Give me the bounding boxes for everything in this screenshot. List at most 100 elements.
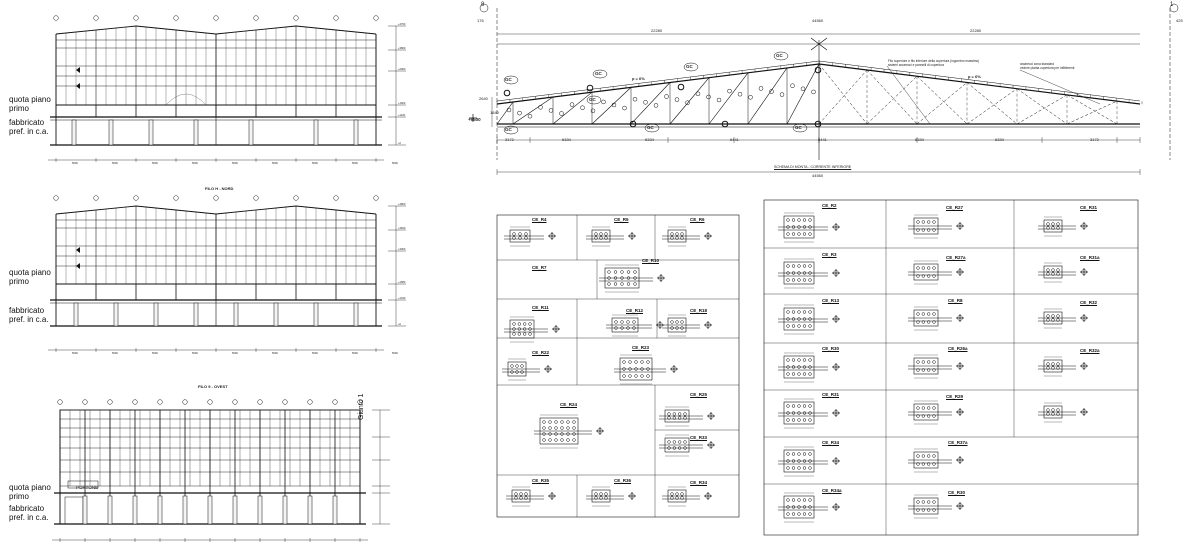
detail-right-a5-section [832,457,840,465]
detail-right-b2-bolt [921,312,925,316]
elev2-arrow [76,263,80,269]
detail-left-10-bolt [678,440,682,444]
detail-right-a0-bolt [797,232,801,236]
detail-left-8-bolt [542,420,546,424]
detail-right-c4-bolt [1056,412,1060,416]
elev1-dim-text: 5000 [272,161,278,165]
detail-left-3-section-bolt [553,326,559,332]
elev2-grid-bubble [373,195,379,201]
truss-diagonal [708,72,749,125]
truss-bottom-segment: 6334 [645,137,654,142]
detail-left-1-section [628,232,636,240]
detail-left-12-bolt [604,492,608,496]
truss-diagonal-dash [966,82,1018,125]
truss-caption: SCHEMA DI MONTA - CORRENTE INFERIORE [774,165,852,169]
detail-right-a0-bolt [802,218,807,222]
detail-left-r10-bolt [620,282,624,286]
elev2-fab-line2: pref. in c.a. [9,315,49,324]
truss-diagonal-dash [916,76,968,125]
detail-left-13-bolt [680,492,684,496]
detail-title: CE_R36 [614,478,632,483]
truss-diagonal [512,96,554,125]
elev1-pier [353,119,359,146]
detail-left-7-bolt [646,360,650,364]
truss-slope-right: p = 6% [968,74,981,79]
detail-left-7-bolt [628,374,632,378]
truss-bolt-node [706,94,711,100]
elev1-dim-text: 5000 [192,161,198,165]
detail-right-b5-bolt [921,454,925,458]
elev1-arrow [76,67,80,73]
detail-right-c4-bolt [1051,412,1055,416]
detail-left-0-bolt [518,236,522,240]
detail-left-9-bolt [683,416,687,420]
detail-right-a3-bolt [802,358,807,362]
detail-right-b0-section [956,222,964,230]
elev1-roof [55,25,377,35]
detail-left-2-section [704,232,712,240]
elev1-pier [248,119,254,146]
elev1-level-text: +3800 [398,46,406,50]
detail-left-4-bolt [614,320,618,324]
truss-joint [814,66,822,74]
detail-right-a1-section [832,269,840,277]
detail-right-b1-section [956,268,964,276]
detail-right-a3-section-bolt [833,364,839,370]
detail-right-a5-bolt [797,466,801,470]
detail-left-2-bolt [675,232,679,236]
truss-bolt-node [590,108,596,114]
elev3-grid-bubble [82,399,88,405]
detail-left-11-bolt [519,496,523,500]
elev2-level-text: +3840 [398,226,406,230]
detail-right-a1-bolt [808,278,812,282]
detail-right-a0-bolt [797,218,801,222]
detail-left-1-bolt [599,232,603,236]
detail-right-c4-bolt [1046,408,1050,412]
detail-left-13-section [704,492,712,500]
detail-title: CE_R5 [614,217,629,222]
truss-joint [629,120,637,128]
detail-left-8-bolt [560,426,564,430]
detail-right-c1-bolt [1051,272,1055,276]
detail-left-9-bolt [678,412,682,416]
detail-left-7-section [670,365,678,373]
detail-right-c3-bolt [1046,366,1050,370]
truss-joint [721,120,729,128]
elev1-level-text: +4760 [398,22,406,26]
gc-label: GC [686,64,693,69]
detail-left-9-bolt [667,416,671,420]
detail-title: CE_R35 [532,478,550,483]
detail-right-b1-bolt [921,266,925,270]
truss-bolt-node [548,108,554,113]
truss-joint [586,84,594,92]
truss-bottom-segment: 6441 [730,137,739,142]
elev2-dim-text: 5000 [112,351,118,355]
elev3-grid-bubble [157,399,163,405]
truss-bottom-segment: 3172 [505,137,514,142]
elev3-pier [132,495,138,525]
truss-diagonal-dash [818,69,868,125]
detail-left-13-bolt [670,496,674,500]
detail-left-3-bolt [512,322,516,326]
detail-right-a2-bolt [786,324,790,328]
detail-left-9-bolt [667,412,671,416]
detail-right-a3-bolt [791,372,796,376]
truss-diagonal [786,63,820,125]
elev2-pier [233,302,239,327]
elev3-grid-bubble [257,399,263,405]
truss-diagonal-dash [1016,94,1068,125]
elev2-grid-bubble [293,195,299,201]
truss-note1-line1: Filo superiore e filo inferiore della co… [888,59,980,63]
detail-right-a4-bolt [808,404,812,408]
detail-left-12-bolt [594,496,598,500]
detail-right-b5-bolt [916,454,920,458]
detail-title: CE_R34a [822,488,842,493]
elev1-pier [313,119,319,146]
detail-right-b0-bolt [932,228,936,232]
detail-left-r10-bolt [633,270,637,274]
detail-left-12-bolt [599,496,603,500]
elev3-quota-line1: quota piano [9,483,51,492]
truss-diagonal-dash [1066,100,1118,125]
details-left-frame [496,214,740,518]
detail-right-a4-bolt [797,404,801,408]
